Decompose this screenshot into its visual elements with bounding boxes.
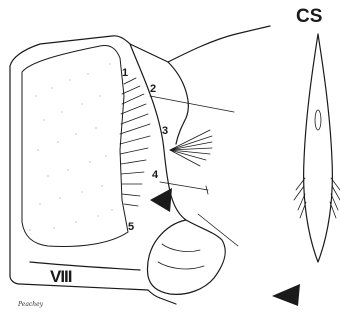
stipple-dots [29, 63, 112, 230]
siphon-inner-line [158, 244, 204, 269]
stippled-area [22, 46, 128, 247]
segment-label: VIII [50, 267, 72, 286]
comb-scale [304, 34, 333, 262]
cs-label: CS [296, 6, 322, 27]
callout-4: 4 [152, 169, 159, 181]
comb-scale-drawing: CS [272, 6, 340, 306]
comb-scale-inner [315, 110, 321, 130]
callout-1: 1 [122, 67, 128, 79]
artist-signature: Peachey [17, 301, 44, 308]
siphon-base [130, 44, 225, 294]
callout-2: 2 [150, 83, 156, 95]
fan-spines [170, 130, 212, 166]
arrowhead-left [150, 188, 172, 212]
leader-lines [150, 96, 238, 246]
arrowhead-right [272, 284, 300, 306]
callout-3: 3 [162, 125, 168, 137]
segment-viii-drawing: 1 2 3 4 5 VIII Peachey [10, 26, 270, 308]
comb-scale-setae [294, 178, 340, 218]
segment-outline [10, 26, 270, 290]
comb-spines [120, 78, 150, 206]
callout-5: 5 [128, 221, 134, 233]
